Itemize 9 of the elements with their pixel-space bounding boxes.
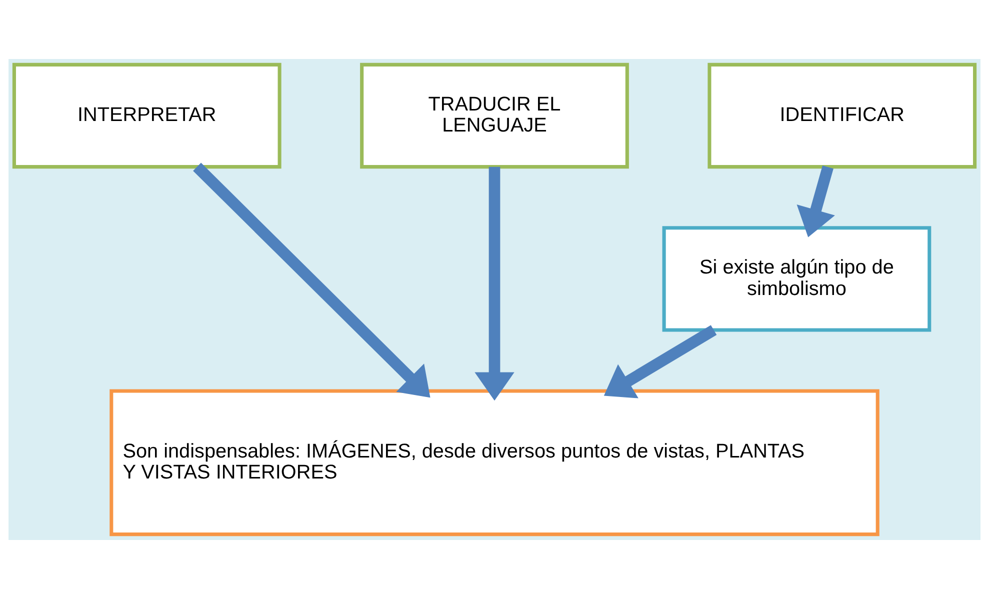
arrow [193, 162, 430, 398]
node-box: TRADUCIR EL LENGUAJE [360, 62, 629, 168]
arrow [604, 324, 717, 398]
node-box: Si existe algún tipo de simbolismo [662, 226, 932, 332]
node-box: INTERPRETAR [12, 62, 282, 168]
node-box: Son indispensables: IMÁGENES, desde diversos puntos de vistas, PLANTAS Y VISTAS INTERIORES [110, 388, 880, 536]
arrow [474, 166, 514, 400]
node-box: IDENTIFICAR [708, 62, 977, 168]
arrow [796, 164, 835, 237]
